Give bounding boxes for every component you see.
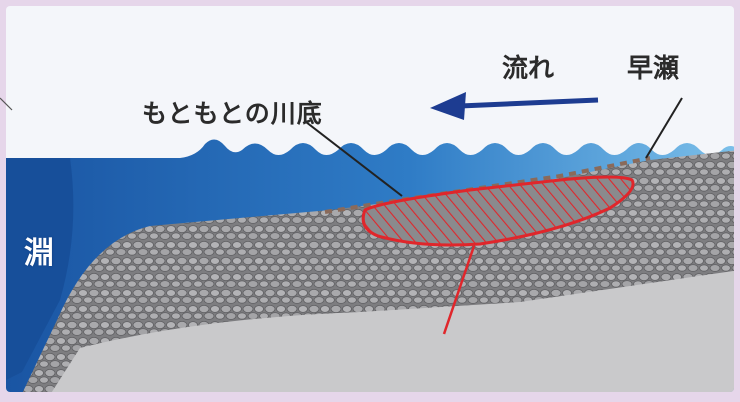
original-riverbed-label: もともとの川底 bbox=[142, 99, 323, 128]
edge-mark bbox=[0, 97, 13, 111]
eroded-area-pointer bbox=[442, 245, 476, 335]
pool-deep-water bbox=[6, 158, 74, 380]
rapids-pointer bbox=[645, 97, 683, 159]
pool-label: 淵 bbox=[24, 236, 54, 271]
bedrock-layer bbox=[48, 270, 734, 392]
arrow-left-icon bbox=[430, 92, 599, 120]
eroded-area bbox=[361, 175, 635, 247]
rapids-label: 早瀬 bbox=[627, 54, 680, 84]
flow-label: 流れ bbox=[502, 54, 555, 84]
original-riverbed-pointer bbox=[305, 121, 403, 197]
